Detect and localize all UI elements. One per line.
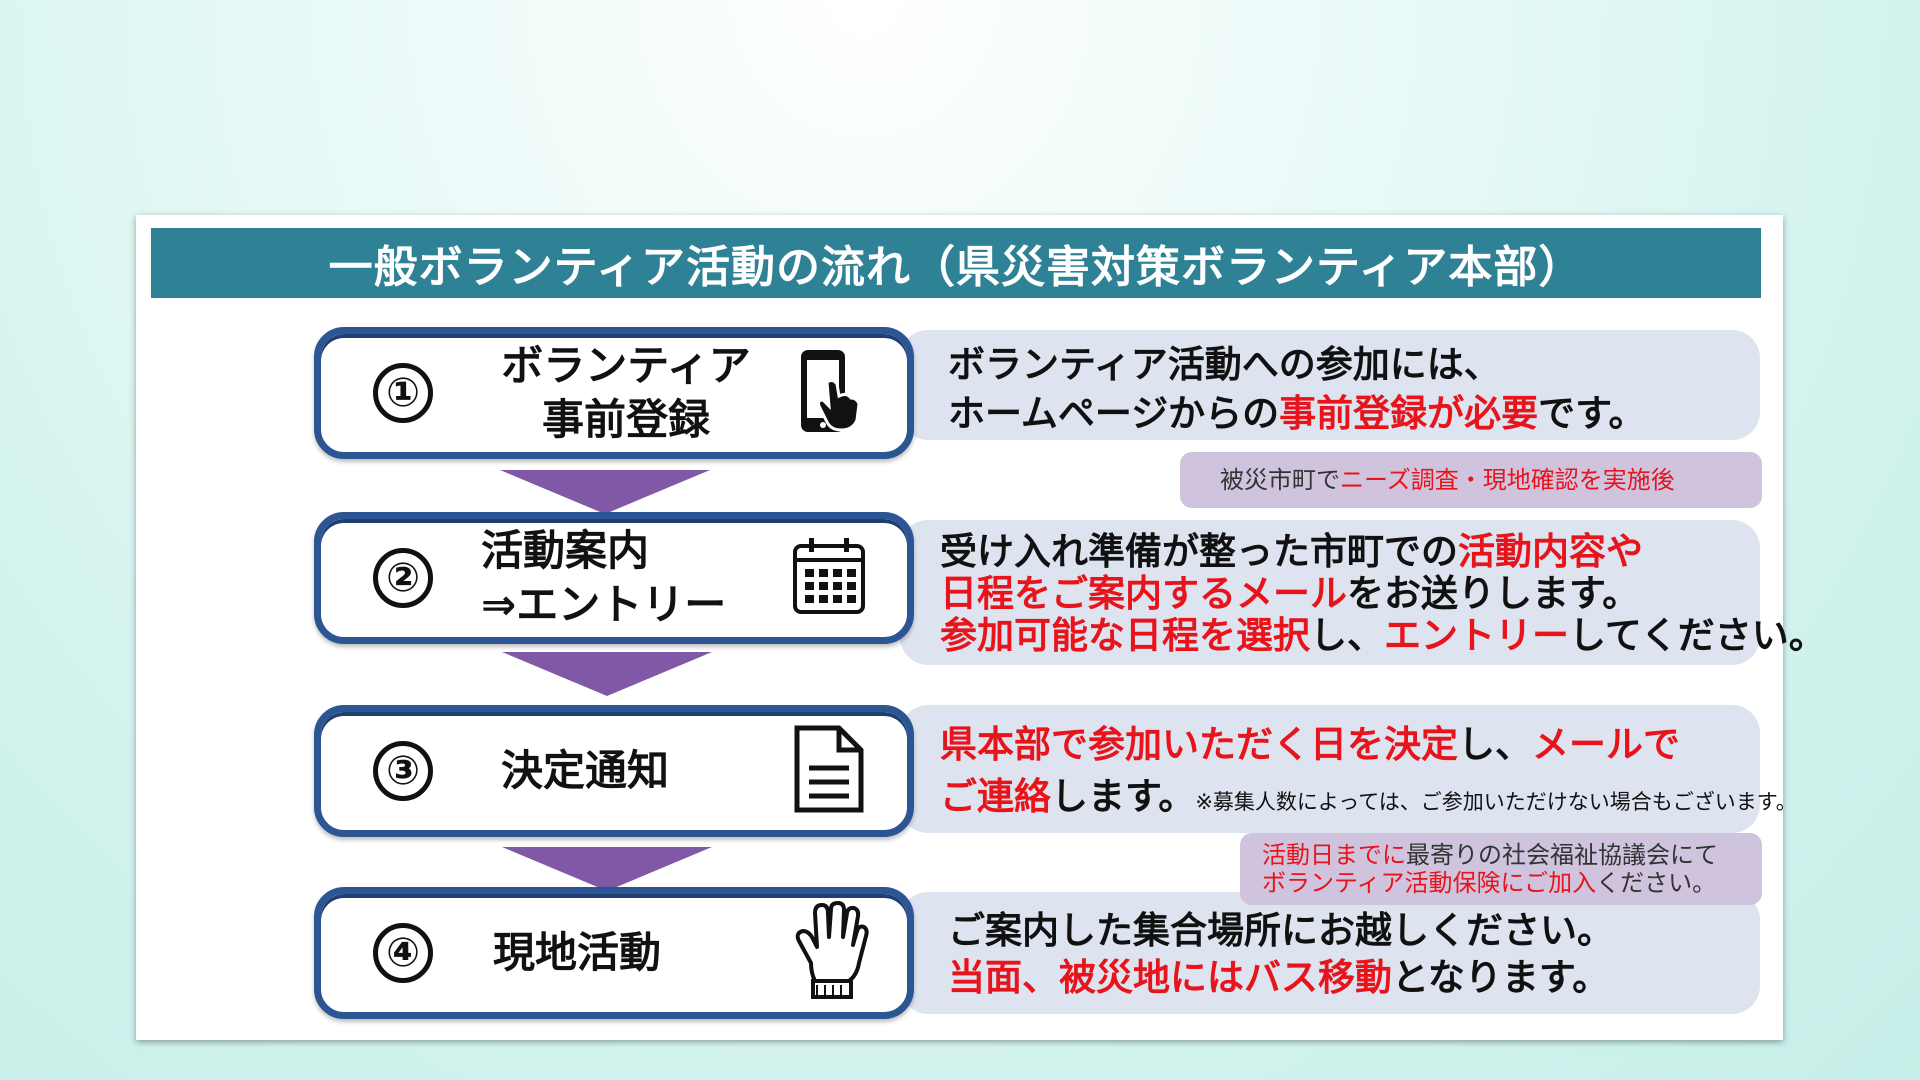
step4-desc-line2: 当面、被災地にはバス移動となります。 xyxy=(948,956,1610,999)
step2-desc-line2: 日程をご案内するメールをお送りします。 xyxy=(940,572,1640,615)
step2-desc-line3: 参加可能な日程を選択し、エントリーしてください。 xyxy=(940,614,1826,657)
step1-number: ① xyxy=(373,363,433,423)
step3-number: ③ xyxy=(373,741,433,801)
step4-desc-panel xyxy=(900,892,1760,1014)
step3-desc-line2: ご連絡します。※募集人数によっては、ご参加いただけない場合もございます。 xyxy=(940,775,1797,818)
flow-arrow-2 xyxy=(502,652,712,696)
step3-label: 決定通知 xyxy=(501,746,670,795)
glove-icon xyxy=(791,901,871,1005)
step1-desc-line2: ホームページからの事前登録が必要です。 xyxy=(948,392,1646,435)
note-needs-survey: 被災市町でニーズ調査・現地確認を実施後 xyxy=(1180,452,1762,508)
step2-label: 活動案内 ⇒エントリー xyxy=(481,526,727,629)
step3-desc-line1: 県本部で参加いただく日を決定し、メールで xyxy=(940,723,1680,766)
page-title: 一般ボランティア活動の流れ（県災害対策ボランティア本部） xyxy=(151,228,1761,298)
step2-number: ② xyxy=(373,548,433,608)
flow-arrow-3 xyxy=(502,847,712,891)
step1-label: ボランティア 事前登録 xyxy=(501,341,751,444)
step2-desc-line1: 受け入れ準備が整った市町での活動内容や xyxy=(940,530,1643,573)
calendar-icon xyxy=(791,536,867,620)
document-icon xyxy=(791,724,867,818)
step4-label: 現地活動 xyxy=(493,928,662,977)
step1-desc-panel xyxy=(900,330,1760,440)
step2-box: ② 活動案内 ⇒エントリー xyxy=(314,512,914,644)
step2-desc-panel xyxy=(900,520,1760,665)
step4-box: ④ 現地活動 xyxy=(314,887,914,1019)
step4-number: ④ xyxy=(373,923,433,983)
smartphone-tap-icon xyxy=(791,346,871,440)
note-insurance: 活動日までに最寄りの社会福祉協議会にて ボランティア活動保険にご加入ください。 xyxy=(1240,833,1762,905)
step4-desc-line1: ご案内した集合場所にお越しください。 xyxy=(948,909,1614,952)
step3-desc-note: ※募集人数によっては、ご参加いただけない場合もございます。 xyxy=(1195,790,1797,814)
step3-desc-panel xyxy=(900,705,1760,833)
step3-box: ③ 決定通知 xyxy=(314,705,914,837)
flow-arrow-1 xyxy=(500,470,710,514)
step1-box: ① ボランティア 事前登録 xyxy=(314,327,914,459)
step1-desc-line1: ボランティア活動への参加には、 xyxy=(948,343,1501,386)
